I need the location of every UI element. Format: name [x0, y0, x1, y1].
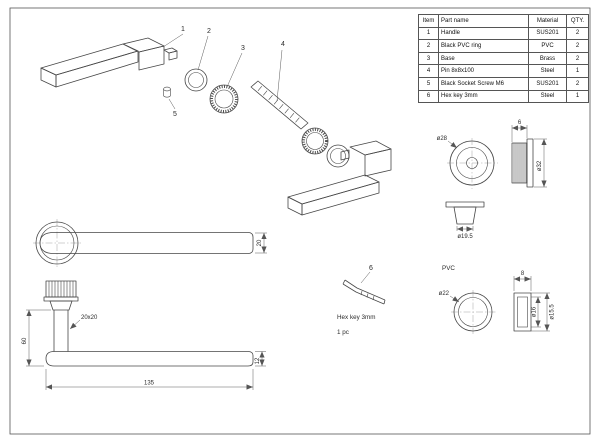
dim-height-label: 60 — [22, 337, 28, 344]
callout-2: 2 — [207, 28, 211, 35]
callout-6: 6 — [369, 265, 373, 272]
table-row: 6 Hex key 3mm Steel 1 — [418, 89, 589, 104]
cell-item: 2 — [418, 39, 439, 53]
side-view: 20 — [33, 219, 267, 268]
table-row: 2 Black PVC ring PVC 2 — [418, 39, 589, 53]
cell-material: SUS201 — [528, 26, 567, 41]
col-header-material: Material — [528, 14, 567, 28]
parts-table-header-row: Item Part name Material QTY. — [418, 14, 589, 28]
callout-5: 5 — [173, 111, 177, 118]
dim-ring-bore-dia-label: ø16 — [532, 306, 538, 317]
cell-part-name: Black PVC ring — [438, 39, 529, 53]
cell-material: Brass — [528, 51, 567, 66]
handle-1-drawing — [40, 37, 178, 88]
parts-table-grid: Item Part name Material QTY. 1 Handle SU… — [418, 14, 589, 104]
cell-qty: 2 — [566, 26, 589, 41]
cell-part-name: Base — [438, 51, 529, 66]
callout-leaders — [162, 33, 283, 110]
callout-4: 4 — [281, 41, 285, 48]
sheet-border — [9, 7, 591, 435]
table-row: 3 Base Brass 2 — [418, 51, 589, 66]
dim-bar-width-label: 20 — [257, 239, 263, 246]
dim-ring-thickness-label: 8 — [521, 271, 525, 277]
table-row: 5 Black Socket Screw M6 SUS201 2 — [418, 76, 589, 91]
cell-material: SUS201 — [528, 76, 567, 91]
front-view: 60 20x20 135 12 — [22, 280, 266, 390]
base-ring-drawing — [209, 84, 239, 114]
pin-drawing — [250, 80, 309, 130]
cell-item: 3 — [418, 51, 439, 66]
cell-item: 6 — [418, 89, 439, 104]
parts-table: Item Part name Material QTY. 1 Handle SU… — [418, 14, 589, 104]
cell-item: 4 — [418, 64, 439, 78]
pvc-ring-detail-view: PVC ø22 8 ø16 ø15.5 — [439, 265, 556, 334]
cell-part-name: Black Socket Screw M6 — [438, 76, 529, 91]
callout-3: 3 — [241, 45, 245, 52]
col-header-qty: QTY. — [566, 14, 589, 28]
cell-qty: 2 — [566, 51, 589, 66]
dim-ring-dia-label: ø22 — [439, 291, 450, 297]
dim-base-dia-label: ø28 — [437, 136, 448, 142]
pvc-ring-drawing — [184, 68, 208, 92]
handle-2-drawing — [287, 140, 392, 216]
cell-material: Steel — [528, 89, 567, 104]
cell-qty: 2 — [566, 39, 589, 53]
hex-key-drawing: 6 Hex key 3mm 1 pc — [337, 265, 386, 336]
dim-ring-step-dia-label: ø15.5 — [550, 304, 556, 320]
pvc-label: PVC — [442, 265, 455, 272]
cell-item: 5 — [418, 76, 439, 91]
base-ring-2-drawing — [301, 127, 329, 155]
pvc-ring-2-drawing — [326, 144, 350, 168]
callout-1: 1 — [181, 26, 185, 33]
cell-qty: 1 — [566, 89, 589, 104]
cell-part-name: Pin 8x8x100 — [438, 64, 529, 78]
base-detail-view: ø28 6 ø32 ø19.5 — [437, 120, 547, 240]
socket-screw-drawing — [163, 86, 171, 98]
hex-key-note-line1: Hex key 3mm — [337, 314, 376, 321]
dim-neck-label: 20x20 — [81, 315, 98, 321]
dim-length-label: 135 — [144, 381, 155, 387]
hex-key-note-line2: 1 pc — [337, 329, 349, 336]
cell-part-name: Handle — [438, 26, 529, 41]
cell-qty: 2 — [566, 76, 589, 91]
table-row: 1 Handle SUS201 2 — [418, 26, 589, 41]
col-header-part-name: Part name — [438, 14, 529, 28]
dim-base-thickness-label: 6 — [518, 120, 522, 126]
exploded-view: 1 2 3 4 5 — [40, 26, 392, 216]
cell-qty: 1 — [566, 64, 589, 78]
cell-part-name: Hex key 3mm — [438, 89, 529, 104]
dim-base-flange-dia-label: ø32 — [537, 160, 543, 171]
cell-item: 1 — [418, 26, 439, 41]
cell-material: Steel — [528, 64, 567, 78]
dim-bar-thickness-label: 12 — [255, 357, 261, 364]
table-row: 4 Pin 8x8x100 Steel 1 — [418, 64, 589, 78]
dim-base-cup-dia-label: ø19.5 — [457, 234, 473, 240]
col-header-item: Item — [418, 14, 439, 28]
cell-material: PVC — [528, 39, 567, 53]
